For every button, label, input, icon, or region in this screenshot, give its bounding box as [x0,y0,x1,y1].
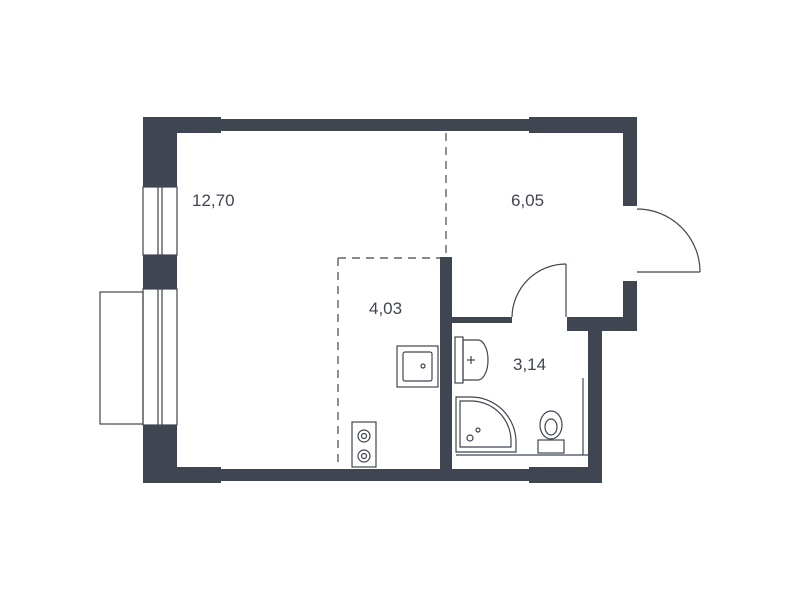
bathroom-fixtures [454,336,588,456]
room-area-kitchen: 4,03 [369,299,402,318]
shower-icon [455,396,517,453]
wall-bottom-right [529,467,602,483]
bathroom-door-swing [511,263,567,318]
kitchen-fixtures [351,345,439,468]
balcony [99,291,144,425]
bath-partition [456,378,588,456]
outer-walls [143,117,637,483]
wall-bath-top-left [440,317,512,323]
wall-left-mid [143,255,177,289]
area-labels: 12,70 6,05 4,03 3,14 [192,191,546,374]
wall-bath-right [588,317,602,483]
wall-top [221,119,529,131]
room-area-hall: 6,05 [511,191,544,210]
window-upper [142,186,178,256]
window-lower [142,288,178,426]
wall-bottom [221,469,529,481]
entry-door [636,208,701,273]
wall-top-right [529,117,637,133]
room-area-bathroom: 3,14 [513,355,546,374]
interior-walls [440,257,602,470]
wall-left-bottom [143,425,177,483]
entry-door-swing [636,208,701,273]
kitchen-sink-icon [396,345,439,388]
room-area-living: 12,70 [192,191,235,210]
wall-right-upper [623,117,637,206]
stove-icon [351,421,377,468]
toilet-icon [537,410,565,454]
wall-left-top [143,117,177,187]
washbasin-icon [454,336,489,384]
bathroom-door [511,263,567,318]
wall-bath-left [440,257,452,470]
zone-dividers [337,133,447,467]
wall-bath-top-right [567,317,602,323]
windows [99,186,178,426]
